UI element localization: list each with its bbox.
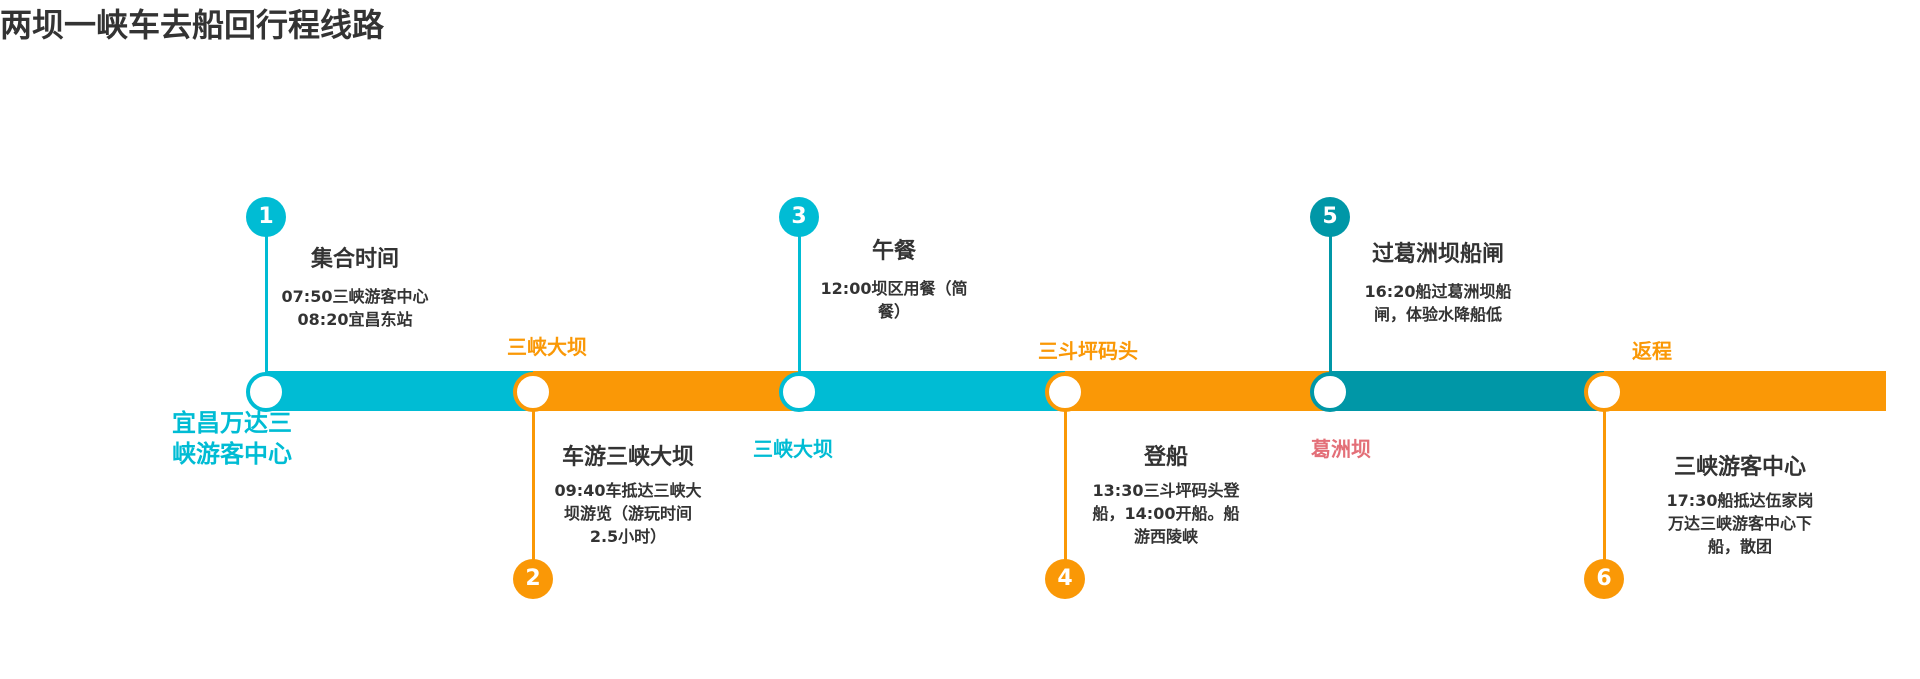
step-badge-3: 3 — [779, 197, 819, 237]
route-segment-1 — [266, 371, 533, 411]
event-desc: 12:00坝区用餐（简 — [820, 279, 968, 298]
connector-5 — [1328, 230, 1332, 375]
event-desc: 闸，体验水降船低 — [1373, 305, 1502, 324]
event-desc: 08:20宜昌东站 — [297, 310, 413, 329]
step-badge-2: 2 — [513, 559, 553, 599]
connector-4 — [1063, 408, 1067, 568]
step-badge-6: 6 — [1584, 559, 1624, 599]
connector-3 — [797, 230, 801, 375]
connector-6 — [1602, 408, 1606, 568]
event-desc: 07:50三峡游客中心 — [281, 287, 429, 306]
event-title: 车游三峡大坝 — [561, 445, 694, 470]
station-node-4 — [1045, 372, 1085, 412]
step-badge-5: 5 — [1310, 197, 1350, 237]
event-3: 午餐 12:00坝区用餐（简 餐） — [794, 237, 994, 323]
route-segment-3 — [799, 371, 1065, 411]
route-segment-2 — [533, 371, 799, 411]
event-title: 三峡游客中心 — [1673, 455, 1806, 480]
route-segment-5 — [1330, 371, 1604, 411]
station-node-1 — [246, 372, 286, 412]
event-desc: 2.5小时） — [589, 527, 667, 546]
place-label-pier: 三斗坪码头 — [1038, 339, 1138, 363]
connector-1 — [264, 230, 268, 375]
event-desc: 船，散团 — [1707, 537, 1772, 556]
place-label-start-line: 宜昌万达三 — [172, 409, 292, 437]
station-node-2 — [513, 372, 553, 412]
step-badge-4: 4 — [1045, 559, 1085, 599]
event-desc: 游西陵峡 — [1133, 527, 1198, 546]
event-desc: 万达三峡游客中心下 — [1667, 514, 1812, 533]
step-badge-1: 1 — [246, 197, 286, 237]
event-desc: 16:20船过葛洲坝船 — [1364, 282, 1512, 301]
page-title: 两坝一峡车去船回行程线路 — [0, 6, 385, 44]
route-segment-4 — [1065, 371, 1330, 411]
event-1: 集合时间 07:50三峡游客中心 08:20宜昌东站 — [255, 245, 455, 331]
event-5: 过葛洲坝船闸 16:20船过葛洲坝船 闸，体验水降船低 — [1338, 240, 1538, 326]
station-node-6 — [1584, 372, 1624, 412]
station-node-3 — [779, 372, 819, 412]
event-title: 集合时间 — [310, 247, 399, 272]
station-node-5 — [1310, 372, 1350, 412]
event-2: 车游三峡大坝 09:40车抵达三峡大 坝游览（游玩时间 2.5小时） — [528, 443, 728, 548]
event-desc: 餐） — [877, 302, 910, 321]
place-label-start-line: 峡游客中心 — [172, 440, 292, 468]
event-4: 登船 13:30三斗坪码头登 船，14:00开船。船 游西陵峡 — [1066, 443, 1266, 548]
place-label-return: 返程 — [1632, 339, 1672, 363]
event-desc: 17:30船抵达伍家岗 — [1666, 491, 1814, 510]
connector-2 — [531, 408, 535, 568]
place-label-start: 宜昌万达三 峡游客中心 — [172, 408, 292, 470]
place-label-dam-below: 三峡大坝 — [753, 437, 833, 461]
place-label-gezhouba: 葛洲坝 — [1311, 437, 1371, 461]
place-label-dam-above: 三峡大坝 — [507, 335, 587, 359]
event-desc: 13:30三斗坪码头登 — [1092, 481, 1240, 500]
event-desc: 坝游览（游玩时间 — [563, 504, 692, 523]
event-6: 三峡游客中心 17:30船抵达伍家岗 万达三峡游客中心下 船，散团 — [1640, 453, 1840, 558]
event-title: 登船 — [1143, 445, 1188, 470]
route-segment-6 — [1604, 371, 1886, 411]
event-desc: 船，14:00开船。船 — [1092, 504, 1240, 523]
event-desc: 09:40车抵达三峡大 — [554, 481, 702, 500]
event-title: 过葛洲坝船闸 — [1371, 242, 1504, 267]
event-title: 午餐 — [871, 239, 916, 264]
